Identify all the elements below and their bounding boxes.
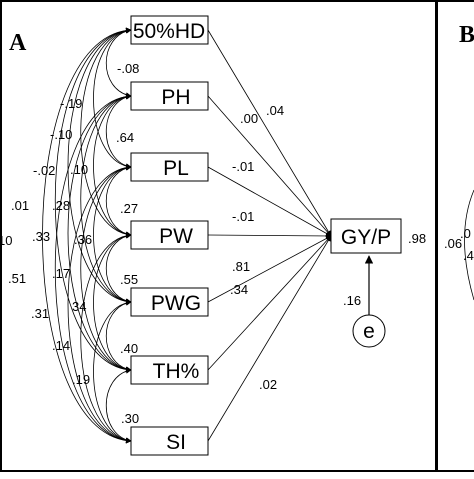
corr-label-th-si: .30 bbox=[121, 411, 139, 426]
corr-label-pwg-th: .40 bbox=[120, 341, 138, 356]
variable-label-hd: 50%HD bbox=[133, 20, 205, 43]
direct-label-th: .34 bbox=[230, 282, 248, 297]
direct-path-labels: .00 .04 -.01 -.01 .81 .34 .02 bbox=[230, 103, 284, 392]
direct-label-ph: .04 bbox=[266, 103, 284, 118]
variable-box-hd: 50%HD bbox=[131, 16, 208, 44]
variable-box-si: SI bbox=[131, 427, 208, 455]
corr-label-ph-th: .33 bbox=[32, 229, 50, 244]
corr-label-pwg-si: .19 bbox=[72, 372, 90, 387]
corr-label-hd-pwg: -.02 bbox=[33, 163, 55, 178]
corr-label-ph-pw: .10 bbox=[70, 162, 88, 177]
direct-path-line-hd bbox=[208, 30, 331, 236]
corr-label-hd-si: 10 bbox=[0, 233, 12, 248]
corr-label-pl-th: .17 bbox=[52, 266, 70, 281]
panel-b-fragment-3: .4 bbox=[463, 248, 474, 263]
correlation-arc-pw-pwg bbox=[106, 235, 131, 302]
corr-label-hd-pl: -.19 bbox=[60, 96, 82, 111]
corr-label-pw-th: 34 bbox=[72, 299, 86, 314]
corr-label-hd-pw: -.10 bbox=[50, 127, 72, 142]
direct-path-line-pw bbox=[208, 235, 331, 236]
variable-label-ph: PH bbox=[161, 86, 190, 109]
corr-label-pl-pwg: .36 bbox=[74, 232, 92, 247]
correlation-arc-pwg-th bbox=[106, 302, 131, 370]
corr-label-pw-si: .14 bbox=[52, 338, 70, 353]
variable-box-ph: PH bbox=[131, 82, 208, 110]
direct-label-si: .02 bbox=[259, 377, 277, 392]
error-coefficient: .16 bbox=[343, 293, 361, 308]
outcome-box-gyp: GY/P bbox=[331, 219, 401, 253]
direct-label-pwg: .81 bbox=[232, 259, 250, 274]
direct-label-hd: .00 bbox=[240, 111, 258, 126]
error-label: e bbox=[363, 320, 375, 343]
corr-label-ph-pl: .64 bbox=[116, 130, 134, 145]
panel-b-fragment-curve bbox=[465, 190, 474, 300]
corr-label-pw-pwg: .55 bbox=[120, 272, 138, 287]
direct-path-line-si bbox=[208, 236, 331, 441]
panel-a-label: A bbox=[9, 30, 27, 56]
direct-label-pl: -.01 bbox=[232, 159, 254, 174]
panel-b-fragment-2: .06 bbox=[444, 236, 462, 251]
variable-box-pw: PW bbox=[131, 221, 208, 249]
correlation-arc-hd-pl bbox=[94, 30, 132, 167]
variable-label-pl: PL bbox=[163, 157, 189, 180]
variable-label-pw: PW bbox=[159, 225, 193, 248]
direct-label-pw: -.01 bbox=[232, 209, 254, 224]
variable-label-pwg: PWG bbox=[151, 292, 201, 315]
variable-label-si: SI bbox=[166, 431, 186, 454]
corr-label-hd-th: .01 bbox=[11, 198, 29, 213]
variable-box-th: TH% bbox=[131, 356, 208, 384]
correlation-arc-th-si bbox=[106, 370, 131, 441]
outcome-label: GY/P bbox=[341, 226, 391, 249]
direct-path-line-pwg bbox=[208, 236, 331, 302]
outcome-r-squared: .98 bbox=[408, 231, 426, 246]
corr-label-pl-si: .31 bbox=[31, 306, 49, 321]
variable-box-pl: PL bbox=[131, 153, 208, 181]
corr-label-pl-pw: .27 bbox=[120, 201, 138, 216]
variable-box-pwg: PWG bbox=[131, 288, 208, 316]
panel-b-label: B bbox=[459, 22, 474, 48]
corr-label-ph-pwg: .28 bbox=[52, 198, 70, 213]
corr-label-ph-si: .51 bbox=[8, 271, 26, 286]
correlation-labels: -.08 -.19 -.10 -.02 .01 10 .64 .10 .28 .… bbox=[0, 61, 139, 426]
variable-label-th: TH% bbox=[153, 360, 200, 383]
direct-path-line-th bbox=[208, 236, 331, 370]
direct-path-line-pl bbox=[208, 167, 331, 236]
corr-label-hd-ph: -.08 bbox=[117, 61, 139, 76]
